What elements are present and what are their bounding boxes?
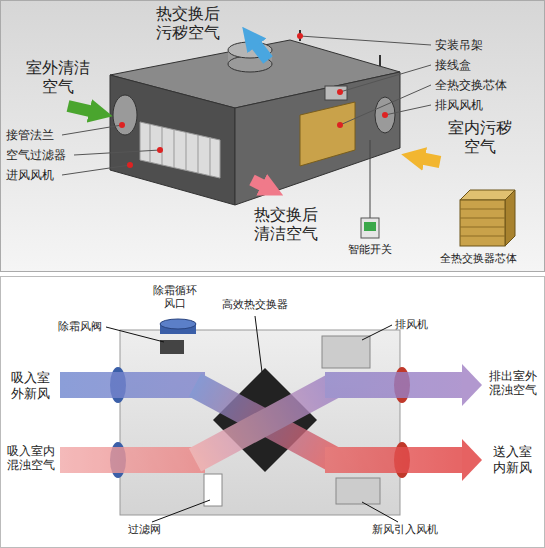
leader-lines-bottom <box>106 327 164 342</box>
smart-switch <box>361 140 379 238</box>
part-label: 接管法兰 <box>6 128 54 142</box>
filter-slats <box>150 124 151 162</box>
leader-lines-bottom <box>152 500 210 522</box>
part-label: 过滤网 <box>128 523 161 536</box>
filter-slats <box>210 137 211 175</box>
bottom-panel <box>1 277 545 548</box>
part-label: 吸入室内 混浊空气 <box>4 444 58 473</box>
core-cube <box>460 236 505 237</box>
air-bands <box>325 372 462 398</box>
part-label: 高效热交换器 <box>222 298 288 311</box>
part-label: 室内污秽 空气 <box>444 118 516 156</box>
air-bands <box>462 439 482 481</box>
core-cube <box>505 190 515 246</box>
leader-lines-top <box>119 122 125 128</box>
core-cube <box>460 200 505 246</box>
part-label: 除霜风阀 <box>58 320 102 333</box>
air-bands <box>60 447 205 473</box>
bottom-panel <box>1 277 545 548</box>
leader-lines-top <box>62 33 431 175</box>
erv-unit <box>110 75 235 205</box>
leader-lines-top <box>127 162 133 168</box>
part-label: 空气过滤器 <box>6 148 66 162</box>
air-arrows-top <box>252 180 266 187</box>
leader-lines-top <box>382 112 388 118</box>
erv-schematic <box>110 319 410 515</box>
part-label: 智能开关 <box>348 243 392 256</box>
leader-lines-top <box>337 89 343 95</box>
air-bands <box>462 364 482 406</box>
top-panel <box>1 1 545 272</box>
air-arrows-top <box>420 158 440 162</box>
erv-schematic <box>160 319 196 329</box>
core <box>300 102 355 166</box>
part-label: 排出室外 混浊空气 <box>486 369 540 398</box>
part-label: 排风机 <box>395 318 428 331</box>
leader-lines-top <box>74 150 160 155</box>
leader-lines-top <box>300 36 431 45</box>
smart-switch <box>361 218 379 238</box>
air-arrows-top <box>68 106 94 112</box>
air-bands <box>60 372 205 398</box>
part-label: 接线盒 <box>435 58 471 72</box>
junction-box <box>325 86 347 100</box>
leader-lines-top <box>62 165 130 175</box>
erv-unit <box>235 72 400 205</box>
duct <box>113 95 137 135</box>
part-label: 安装吊架 <box>435 38 483 52</box>
leader-lines-top <box>340 65 431 92</box>
leader-lines-top <box>337 122 343 128</box>
air-arrows-top <box>68 42 440 187</box>
core-cube <box>460 218 505 219</box>
supply-fan <box>336 478 380 504</box>
filter-slats <box>186 132 187 170</box>
part-label: 全热交换芯体 <box>435 78 507 92</box>
core-cube <box>460 190 515 246</box>
hanger <box>379 55 381 66</box>
filter-slats <box>198 135 199 173</box>
top-panel <box>1 1 545 272</box>
part-label: 新风引入风机 <box>372 523 438 536</box>
leader-lines-bottom <box>106 316 398 522</box>
leader-lines-bottom <box>255 316 262 372</box>
part-label: 除霜循环 风口 <box>150 284 200 310</box>
air-arrows-top <box>254 42 268 60</box>
core-cube <box>460 209 505 210</box>
exhaust-fan <box>322 336 370 368</box>
part-label: 热交换后 清洁空气 <box>250 205 322 243</box>
leader-lines-top <box>385 105 431 115</box>
part-label: 吸入室 外新风 <box>8 370 54 401</box>
air-bands <box>195 385 335 460</box>
part-label: 全热交换器芯体 <box>440 252 517 265</box>
air-bands <box>60 364 482 481</box>
part-label: 排风风机 <box>435 98 483 112</box>
leader-lines-top <box>297 33 303 39</box>
leader-lines-top <box>157 147 163 153</box>
part-label: 室外清洁 空气 <box>22 58 94 96</box>
filter-slats <box>162 127 163 165</box>
air-bands <box>325 447 462 473</box>
smart-switch <box>364 222 376 231</box>
air-bands <box>195 385 335 460</box>
leader-lines-top <box>62 125 122 135</box>
part-label: 送入室 内新风 <box>490 444 536 475</box>
part-label: 进风风机 <box>6 168 54 182</box>
leader-lines-top <box>340 85 431 125</box>
core-cube <box>460 227 505 228</box>
smart-switch <box>370 140 371 218</box>
leader-lines-bottom <box>362 325 392 340</box>
part-label: 热交换后 污秽空气 <box>152 4 224 42</box>
leader-lines-bottom <box>362 502 398 522</box>
filter-slats <box>174 130 175 168</box>
